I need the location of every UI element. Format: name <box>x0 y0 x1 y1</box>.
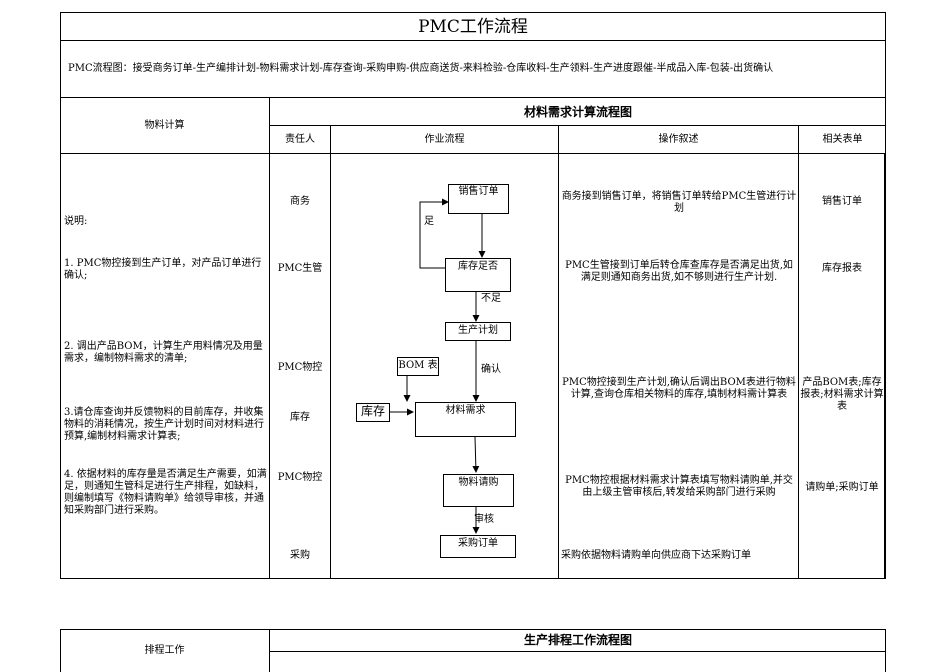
forms-cell: 请购单;采购订单 <box>805 482 879 493</box>
col-header-responsible: 责任人 <box>285 134 315 145</box>
flow-node-production-plan <box>445 322 511 341</box>
flow-node-label: 生产计划 <box>458 325 498 336</box>
divider <box>60 97 886 98</box>
divider <box>270 651 886 652</box>
responsible-cell: 库存 <box>290 412 310 423</box>
section2-right-border <box>885 629 886 672</box>
desc-cell: PMC生管接到订单后转仓库查库存是否满足出货,如满足则通知商务出货,如不够则进行… <box>565 260 793 283</box>
flow-node-inventory <box>356 403 390 422</box>
section2-top-border <box>60 629 886 630</box>
flow-label-no: 不足 <box>481 293 501 304</box>
flow-node-label: BOM 表 <box>398 360 438 371</box>
section2-left-border <box>60 629 61 672</box>
section-heading: 材料需求计算流程图 <box>523 105 632 119</box>
process-description: PMC流程图：接受商务订单-生产编排计划-物料需求计划-库存查询-采购申购-供应… <box>68 63 774 74</box>
col-divider <box>798 125 799 579</box>
flow-node-purchase-request <box>443 474 514 507</box>
section2-left-header: 排程工作 <box>144 645 185 656</box>
col-divider <box>330 125 331 579</box>
flow-node-label: 库存 <box>360 404 385 418</box>
flow-node-label: 采购订单 <box>458 538 498 549</box>
forms-cell: 产品BOM表;库存报表;材料需求计算表 <box>800 377 884 412</box>
notes-title: 说明: <box>64 216 88 227</box>
responsible-cell: 采购 <box>290 550 310 561</box>
responsible-cell: PMC物控 <box>277 362 323 373</box>
col-header-desc: 操作叙述 <box>658 134 699 145</box>
note-item: 3.请仓库查询并反馈物料的目前库存，并收集物料的消耗情况，按生产计划时间对材料进… <box>64 407 264 442</box>
col-divider <box>269 97 270 579</box>
section2-heading: 生产排程工作流程图 <box>523 633 632 647</box>
flow-node-label: 材料需求 <box>445 405 486 416</box>
col-header-forms: 相关表单 <box>822 134 863 145</box>
col-divider <box>269 629 270 672</box>
flow-label-confirm: 确认 <box>481 364 501 375</box>
note-item: 4. 依据材料的库存量是否满足生产需要，如满足，则通知生管科足进行生产排程，如缺… <box>64 469 267 516</box>
flow-node-label: 物料请购 <box>458 477 499 488</box>
divider <box>60 40 886 41</box>
note-item: 2. 调出产品BOM，计算生产用料情况及用量需求，编制物料需求的清单; <box>64 341 263 364</box>
note-item: 1. PMC物控接到生产订单，对产品订单进行确认; <box>64 258 262 281</box>
flow-node-purchase-order <box>440 535 516 558</box>
flow-label-yes: 足 <box>424 216 434 227</box>
responsible-cell: 商务 <box>290 196 310 207</box>
desc-cell: 商务接到销售订单，将销售订单转给PMC生管进行计划 <box>561 191 797 214</box>
flow-node-label: 销售订单 <box>458 186 499 197</box>
flow-node-stock-check <box>445 258 511 292</box>
flow-label-review: 审核 <box>474 514 494 525</box>
divider <box>270 125 886 126</box>
desc-cell: 采购依据物料请购单向供应商下达采购订单 <box>561 550 751 561</box>
desc-cell: PMC物控根据材料需求计算表填写物料请购单,并交由上级主管审核后,转发给采购部门… <box>565 475 793 498</box>
flow-node-sales-order <box>448 184 509 214</box>
left-header: 物料计算 <box>144 120 185 131</box>
flow-node-bom <box>397 357 439 376</box>
col-header-flow: 作业流程 <box>424 134 465 145</box>
responsible-cell: PMC生管 <box>277 263 323 274</box>
desc-cell: PMC物控接到生产计划,确认后调出BOM表进行物料计算,查询仓库相关物料的库存,… <box>562 377 796 400</box>
col-divider <box>558 125 559 579</box>
responsible-cell: PMC物控 <box>277 472 323 483</box>
flow-node-label: 库存足否 <box>458 261 498 272</box>
flow-node-material-requirement <box>415 402 516 437</box>
col-divider <box>884 153 885 579</box>
forms-cell: 销售订单 <box>822 196 862 207</box>
main-table <box>60 12 886 579</box>
forms-cell: 库存报表 <box>822 263 862 274</box>
page-title: PMC工作流程 <box>418 17 528 37</box>
divider <box>60 153 886 154</box>
